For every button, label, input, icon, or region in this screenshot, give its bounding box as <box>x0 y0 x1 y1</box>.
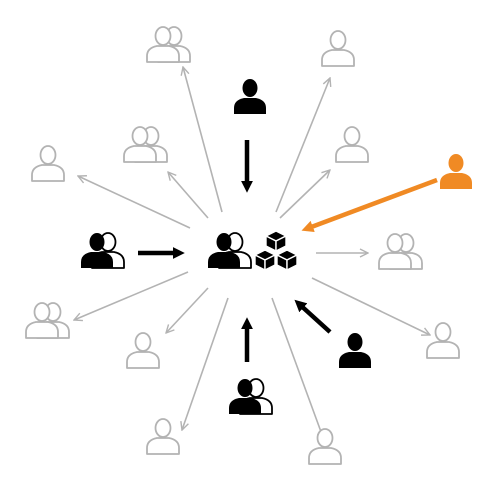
outgoing-left-user-icon <box>31 145 65 182</box>
outgoing-bottom-right-user-icon <box>308 428 342 465</box>
outgoing-top-right-arrow <box>275 78 330 213</box>
outgoing-lower-left-outer-user-group-icon <box>25 302 70 339</box>
center-cubes-icon <box>254 230 298 271</box>
outgoing-upper-left-inner-arrow <box>168 172 209 219</box>
incoming-orange-user-icon <box>440 154 472 189</box>
outgoing-lower-left-inner-user-icon <box>126 332 160 369</box>
outgoing-lower-right-user-icon <box>426 322 460 359</box>
outgoing-top-right-user-icon <box>321 30 355 67</box>
incoming-top-user-icon <box>234 79 266 114</box>
outgoing-lower-left-inner-arrow <box>166 287 209 333</box>
incoming-bottom-right-arrow <box>294 299 332 334</box>
incoming-left-user-group-icon <box>81 232 125 269</box>
outgoing-bottom-left-arrow <box>182 297 229 430</box>
arrows-layer <box>74 67 438 440</box>
outgoing-upper-right-inner-user-icon <box>335 126 369 163</box>
outgoing-top-left-arrow <box>183 67 223 213</box>
outgoing-upper-right-inner-arrow <box>279 170 330 219</box>
center-user-group-icon <box>208 232 252 269</box>
outgoing-upper-left-inner-user-group-icon <box>123 126 168 163</box>
outgoing-right-user-group-icon <box>378 233 423 270</box>
outgoing-lower-left-outer-arrow <box>74 271 189 320</box>
nodes-layer <box>25 26 472 465</box>
outgoing-top-left-user-group-icon <box>146 26 191 63</box>
center-node <box>208 230 298 271</box>
outgoing-left-arrow <box>78 176 191 229</box>
outgoing-lower-right-arrow <box>311 277 430 335</box>
incoming-orange-arrow <box>301 177 438 233</box>
outgoing-bottom-right-arrow <box>271 297 324 440</box>
outgoing-bottom-left-user-icon <box>146 418 180 455</box>
incoming-bottom-user-group-icon <box>229 378 273 415</box>
incoming-bottom-right-user-icon <box>339 333 371 368</box>
